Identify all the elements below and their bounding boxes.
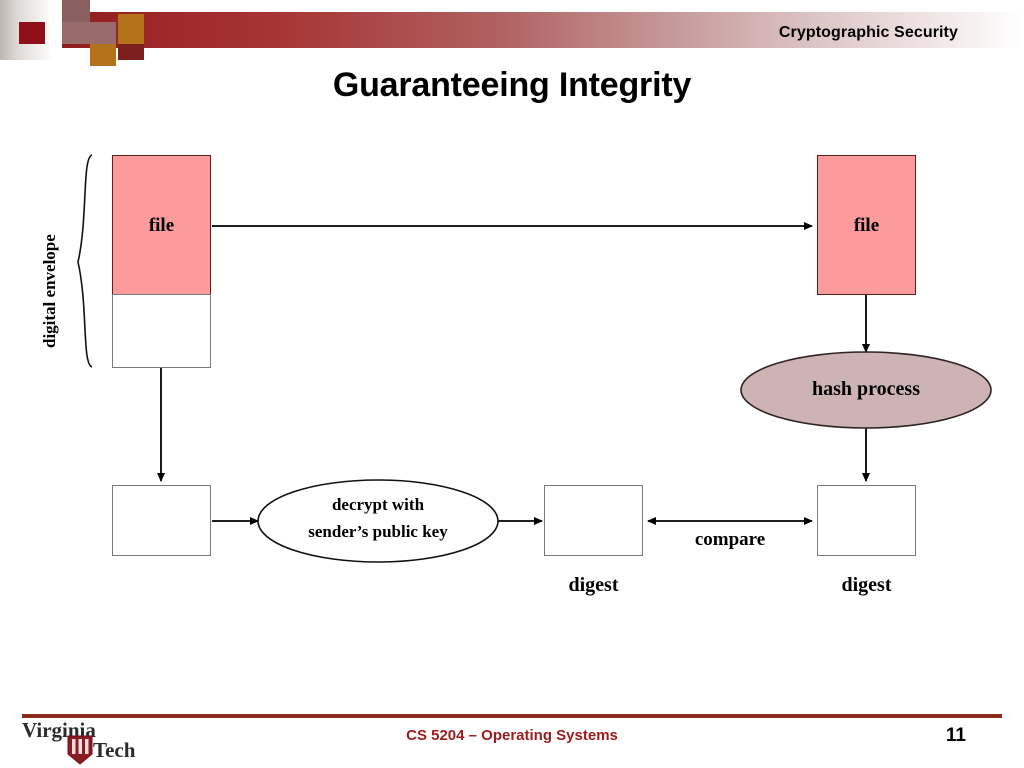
slide-header: Cryptographic Security [0,0,1024,66]
virginia-tech-logo: Virginia Tech [18,716,158,766]
decrypt-label-line2: sender’s public key [308,522,448,541]
header-gradient-bar [62,12,1024,48]
digital-envelope-label: digital envelope [40,234,59,348]
mauve-square-lower [62,22,90,44]
ochre-square [118,14,144,44]
mauve-square [90,22,116,44]
ochre-square-top [62,0,90,22]
digest-label-left: digest [568,574,619,596]
file-label-right: file [853,215,880,236]
vt-shield-icon [67,735,93,765]
decrypt-ellipse [257,479,499,563]
page-title: Guaranteeing Integrity [332,66,692,104]
file-box-right [817,155,916,295]
compare-label: compare [694,529,766,550]
slide-number: 11 [945,725,966,746]
footer-course: CS 5204 – Operating Systems [406,727,618,744]
file-box-left [112,155,211,295]
digital-envelope-brace [77,154,93,368]
ochre-square-lower [90,44,116,66]
maroon-square [19,22,45,44]
file-label-left: file [148,215,175,236]
digest-box-right [817,485,916,556]
signature-box [112,485,211,556]
signature-box-envelope [112,294,211,368]
hash-process-label: hash process [812,378,920,400]
digest-box-left [544,485,643,556]
decrypt-label-line1: decrypt with [331,495,425,514]
section-title: Cryptographic Security [778,24,958,41]
digest-label-right: digest [841,574,892,596]
dark-red-square [118,44,144,60]
hash-process-ellipse [740,351,992,429]
logo-text-tech: Tech [93,738,136,762]
footer-rule [22,714,1002,718]
